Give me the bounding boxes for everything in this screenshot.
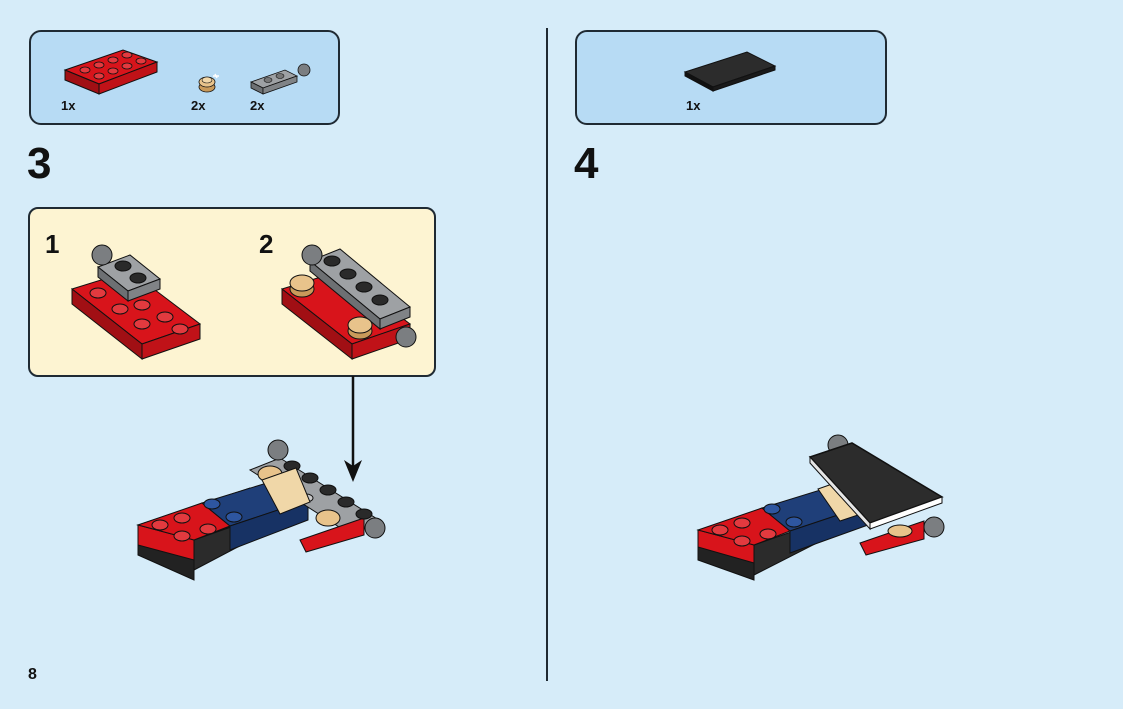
step4-parts-box: 1x xyxy=(575,30,887,125)
substep1-model xyxy=(70,244,202,361)
step3-parts-art xyxy=(63,49,311,95)
part-qty-red-plate: 1x xyxy=(61,98,76,113)
page-number: 8 xyxy=(28,666,37,683)
step3-subassembly-box: 1 2 xyxy=(28,207,436,377)
red-plate-icon xyxy=(63,49,159,95)
step3-parts-box: 1x 2x 2x xyxy=(29,30,340,125)
step3-number: 3 xyxy=(27,139,52,188)
part-qty-black-tile: 1x xyxy=(686,98,701,113)
step3-model xyxy=(136,439,386,581)
black-tile-icon xyxy=(683,51,777,92)
substep1-number: 1 xyxy=(45,229,60,259)
part-qty-tan-round: 2x xyxy=(191,98,206,113)
substep-art xyxy=(70,244,417,361)
down-arrow-icon xyxy=(344,376,362,482)
substep2-number: 2 xyxy=(259,229,274,259)
step4-number: 4 xyxy=(574,139,599,188)
part-qty-gray-ball-plate: 2x xyxy=(250,98,265,113)
step4-parts-art xyxy=(683,51,777,92)
page-divider xyxy=(546,28,548,681)
step4-model xyxy=(696,434,945,581)
substep2-model xyxy=(280,244,417,361)
gray-ball-plate-icon xyxy=(249,63,311,95)
tan-round-icon xyxy=(198,73,219,93)
